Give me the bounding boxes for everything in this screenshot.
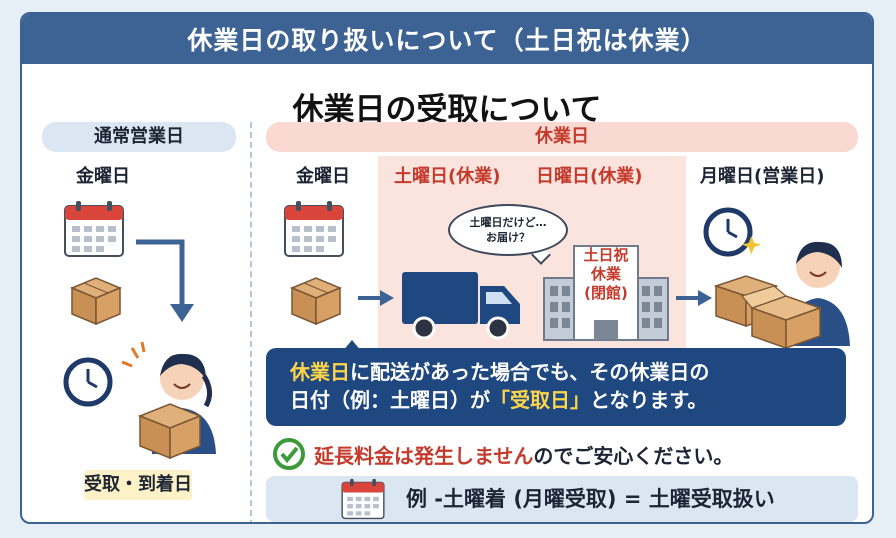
notice-panel: 休業日に配送があった場合でも、その休業日の 日付（例：土曜日）が「受取日」となり… [266, 348, 846, 426]
title-banner: 休業日の取り扱いについて（土日祝は休業） [22, 14, 872, 64]
sunday-label: 日曜日(休業) [536, 166, 643, 187]
clock-icon [63, 357, 113, 407]
holiday-section-label: 休業日 [266, 122, 858, 152]
notice-line-1: 休業日に配送があった場合でも、その休業日の [290, 358, 830, 386]
notice-text-1: に配送があった場合でも、その休業日の [350, 360, 710, 384]
closed-sign-line-1: 土日祝 [583, 246, 629, 264]
truck-icon [402, 272, 520, 340]
arrow-right-icon [676, 290, 712, 306]
closed-sign-line-2: 休業 [590, 265, 621, 283]
clock-icon [703, 207, 753, 257]
monday-label: 月曜日(営業日) [700, 166, 825, 187]
closed-sign: 土日祝 休業 (閉館) [578, 246, 634, 303]
arrow-down-icon [136, 239, 194, 322]
person-icon [713, 236, 850, 348]
notice-line-2: 日付（例：土曜日）が「受取日」となります。 [290, 386, 830, 414]
saturday-label: 土曜日(休業) [394, 166, 501, 187]
notice-highlight-holiday: 休業日 [290, 360, 350, 384]
notice-text-2: 日付（例：土曜日）が [290, 388, 490, 412]
friday-label: 金曜日 [296, 166, 350, 187]
example-text: 例 -土曜着 (月曜受取) = 土曜受取扱い [406, 487, 775, 511]
building-icon [543, 245, 669, 341]
speech-line-2: お届け？ [486, 231, 530, 244]
fee-red-text: 延長料金は発生しません [314, 443, 534, 468]
person-icon [121, 341, 216, 460]
notice-highlight-receive: 「受取日」 [490, 388, 590, 412]
package-icon [290, 277, 342, 326]
calendar-icon [64, 201, 124, 257]
banner-title: 休業日の取り扱いについて（土日祝は休業） [187, 26, 707, 55]
infographic-frame: 休業日の取り扱いについて（土日祝は休業） 休業日の受取について 通常営業日 休業… [20, 12, 874, 524]
receive-date-label: 受取・到着日 [84, 470, 192, 500]
section-divider [250, 122, 252, 522]
speech-bubble: 土曜日だけど… お届け？ [448, 204, 568, 256]
fee-rest-text: のでご安心ください。 [533, 443, 734, 468]
normal-section-label: 通常営業日 [42, 122, 236, 152]
package-icon [70, 277, 122, 326]
calendar-icon [341, 478, 385, 520]
notice-text-3: となります。 [590, 388, 708, 412]
check-circle-icon [273, 438, 305, 470]
speech-line-1: 土曜日だけど… [469, 216, 547, 229]
arrow-right-icon [358, 290, 394, 306]
fee-notice: 延長料金は発生しませんのでご安心ください。 [272, 436, 733, 472]
closed-sign-line-3: (閉館) [584, 284, 628, 302]
calendar-icon [284, 201, 344, 257]
normal-day-label: 金曜日 [76, 166, 130, 187]
